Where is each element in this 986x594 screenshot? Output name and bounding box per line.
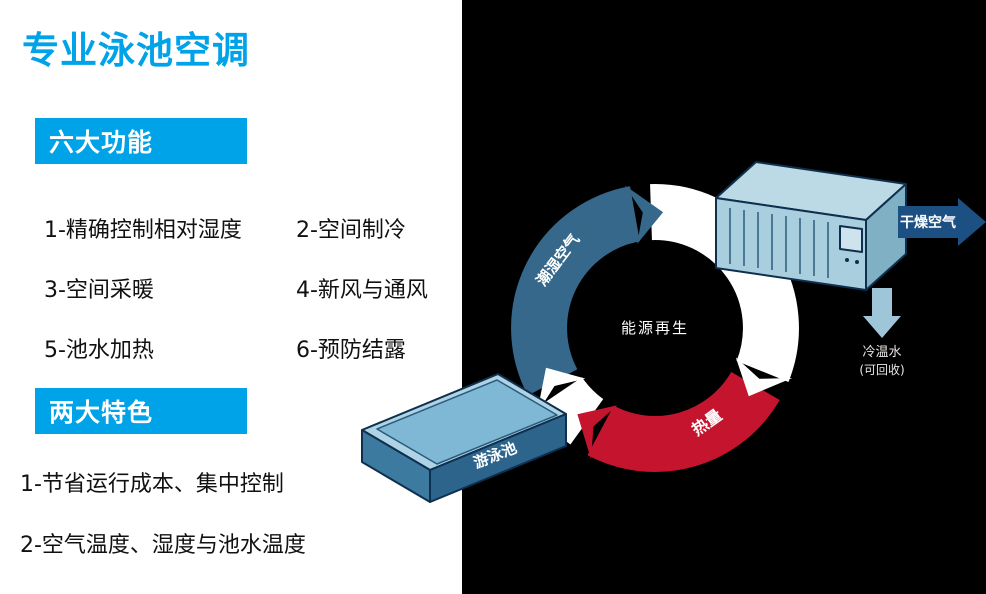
features-section-heading: 两大特色 (35, 388, 247, 434)
functions-section-heading: 六大功能 (35, 118, 247, 164)
feature-item: 1-节省运行成本、集中控制 (20, 472, 284, 497)
function-item: 5-池水加热 (44, 338, 154, 363)
function-item: 4-新风与通风 (296, 278, 428, 303)
features-list: 1-节省运行成本、集中控制 2-空气温度、湿度与池水温度 (20, 466, 306, 588)
pool-left-face (361, 429, 431, 503)
page-title: 专业泳池空调 (22, 29, 250, 72)
function-item: 6-预防结露 (296, 338, 406, 363)
function-item: 2-空间制冷 (296, 218, 406, 243)
features-heading-label: 两大特色 (49, 398, 154, 427)
function-item: 1-精确控制相对湿度 (44, 218, 242, 243)
function-item: 3-空间采暖 (44, 278, 154, 303)
diagram-panel-background (462, 0, 986, 594)
functions-list: 1-精确控制相对湿度 2-空间制冷 3-空间采暖 4-新风与通风 5-池水加热 … (44, 212, 454, 364)
feature-item: 2-空气温度、湿度与池水温度 (20, 533, 306, 558)
functions-heading-label: 六大功能 (49, 128, 154, 157)
